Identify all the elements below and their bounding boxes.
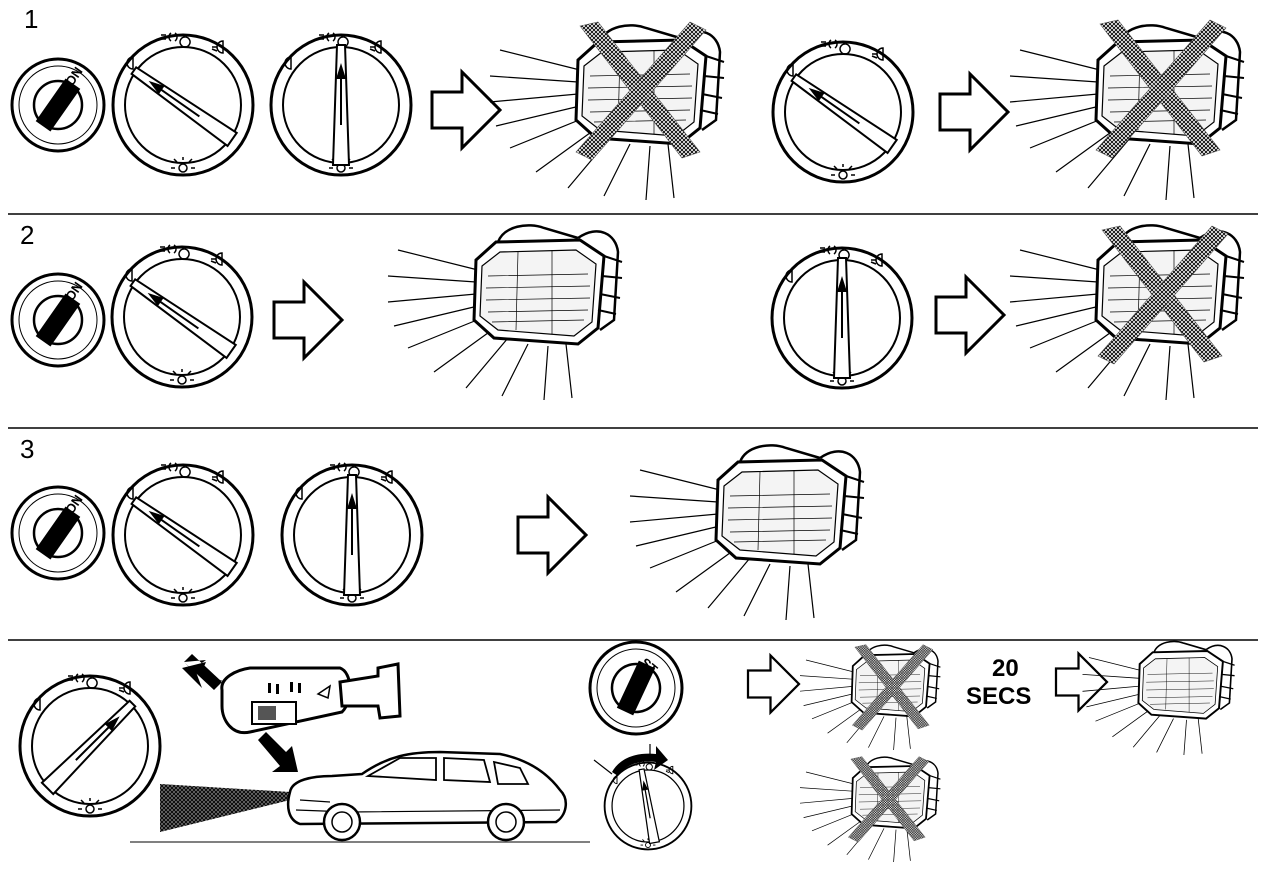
arrow-row4-b xyxy=(1054,652,1109,712)
step-number-2: 2 xyxy=(20,220,34,250)
row-separators xyxy=(8,213,1258,641)
headlamp-on-row2 xyxy=(386,223,624,402)
step-number-3: 3 xyxy=(20,434,34,464)
ignition-switch-start: ST xyxy=(581,633,691,743)
arrow-row2-a xyxy=(272,280,344,360)
light-switch-row4 xyxy=(18,672,162,818)
arrow-row2-b xyxy=(934,275,1006,355)
timer-unit: SECS xyxy=(966,683,1031,710)
light-switch-row3-b xyxy=(280,461,424,607)
ignition-switch-row2: ON xyxy=(10,272,106,368)
light-switch-row3-a xyxy=(111,461,255,607)
timer-value: 20 xyxy=(992,655,1019,682)
headlamp-on-row3 xyxy=(628,443,866,622)
light-switch-row1-b xyxy=(269,31,413,177)
light-switch-row2-a xyxy=(110,243,254,389)
step-number-1: 1 xyxy=(24,4,38,34)
arrow-row1-a xyxy=(430,70,502,150)
rotate-arrow-icon xyxy=(612,746,668,776)
ignition-switch-row1: ON xyxy=(10,57,106,153)
arrow-row4-a xyxy=(746,654,801,714)
arrow-row3 xyxy=(516,495,588,575)
pull-arrow-icon xyxy=(258,732,298,772)
light-switch-row2-b xyxy=(770,244,914,390)
ignition-switch-row3: ON xyxy=(10,485,106,581)
arrow-row1-b xyxy=(938,72,1010,152)
push-arrow-up-icon xyxy=(184,654,222,690)
light-switch-row1-a xyxy=(111,31,255,177)
headlamp-on-row4 xyxy=(1081,640,1236,756)
car-with-headlight-beam xyxy=(130,750,590,843)
headlight-stalk xyxy=(220,662,402,735)
light-switch-row1-c xyxy=(771,38,915,184)
